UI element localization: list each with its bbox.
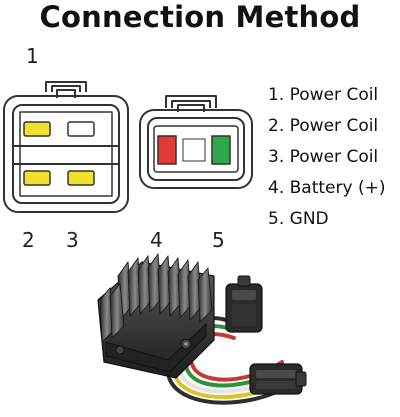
legend-item-2: 2. Power Coil (268, 116, 379, 136)
upper-plug-connector (225, 275, 263, 333)
pin-number-4: 4 (150, 228, 163, 252)
yellow-terminal-pin-2 (23, 170, 51, 186)
lower-plug-connector (249, 363, 307, 395)
page-title: Connection Method (39, 0, 361, 34)
white-center-slot (182, 138, 206, 162)
legend-item-5: 5. GND (268, 209, 329, 229)
green-terminal-pin-5 (211, 135, 231, 165)
yellow-terminal-pin-3 (67, 170, 95, 186)
legend-item-3: 3. Power Coil (268, 147, 379, 167)
yellow-terminal-pin-1 (23, 121, 51, 137)
pin-number-2: 2 (22, 228, 35, 252)
pin-number-5: 5 (212, 228, 225, 252)
pin-number-1: 1 (26, 44, 39, 68)
legend-item-4: 4. Battery (+) (268, 178, 386, 198)
red-terminal-pin-4 (157, 135, 177, 165)
legend-item-1: 1. Power Coil (268, 85, 379, 105)
pin-number-3: 3 (66, 228, 79, 252)
heat-sink (97, 252, 215, 379)
empty-slot (67, 121, 95, 137)
pin-legend: 1. Power Coil 2. Power Coil 3. Power Coi… (268, 80, 385, 235)
